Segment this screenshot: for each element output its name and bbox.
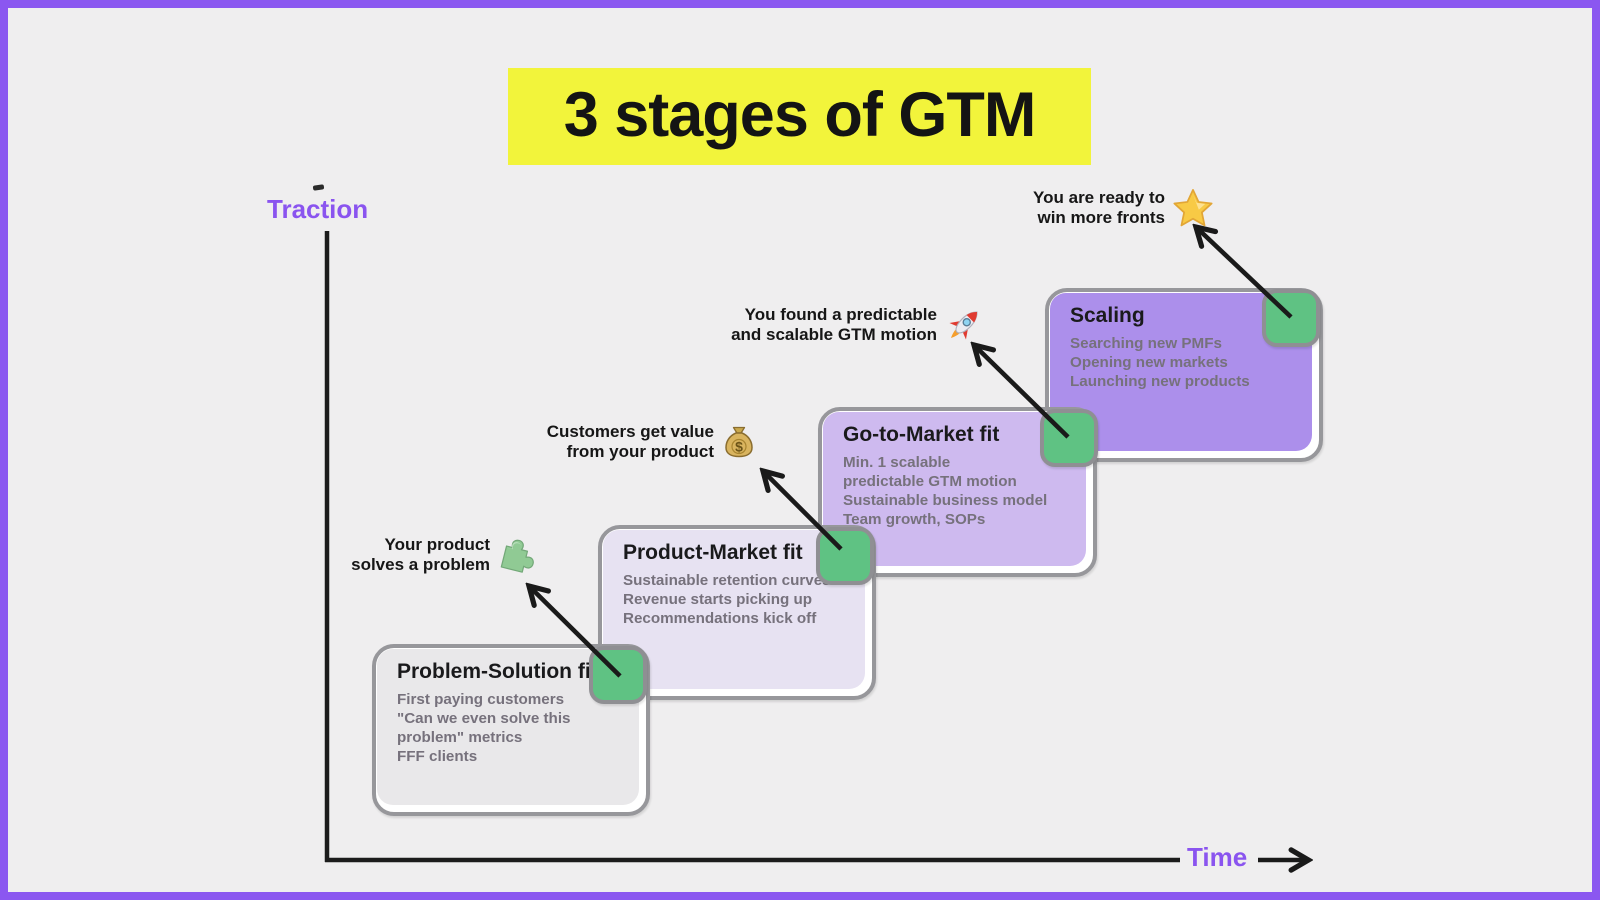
stage-content: Product-Market fit Sustainable retention… (623, 541, 860, 628)
annotation-text: You are ready to win more fronts (1033, 188, 1165, 229)
stage-body-line: Opening new markets (1070, 354, 1228, 371)
annotation-text: Your product solves a problem (351, 535, 490, 576)
step-corner-marker-3 (1040, 409, 1098, 467)
stage-body-line: Revenue starts picking up (623, 591, 813, 608)
stage-body-line: Team growth, SOPs (843, 511, 986, 528)
stage-body-line: predictable GTM motion (843, 473, 1017, 490)
stage-body-line: First paying customers (397, 691, 565, 708)
puzzle-emoji-icon (500, 540, 534, 574)
money-bag-emoji-icon: $ (725, 427, 753, 458)
stage-title: Scaling (1070, 304, 1145, 327)
y-axis-tick (312, 184, 325, 191)
annotation-line: You found a predictable (744, 305, 937, 324)
annotation-line: from your product (566, 442, 714, 462)
annotation-line: Customers get value (546, 422, 714, 441)
stage-body-line: Launching new products (1070, 373, 1250, 390)
title-highlight: 3 stages of GTM (508, 68, 1091, 165)
step-corner-marker-2 (816, 527, 874, 585)
page-title: 3 stages of GTM (563, 79, 1037, 150)
rocket-emoji-icon (949, 311, 978, 340)
stage-body-line: FFF clients (397, 748, 478, 765)
stage-body-line: "Can we even solve this (397, 710, 571, 727)
annotation-line: Your product (384, 535, 490, 554)
stage-body-line: Sustainable business model (843, 492, 1048, 509)
step-corner-marker-1 (589, 646, 647, 704)
annotation-text: Customers get value from your product (547, 422, 714, 463)
stage-body-line: Searching new PMFs (1070, 335, 1222, 352)
stage-body-line: Min. 1 scalable (843, 454, 951, 471)
annotation-ready-to-win: You are ready to win more fronts (1033, 187, 1214, 229)
star-emoji-icon (1173, 189, 1213, 227)
stage-title: Go-to-Market fit (843, 423, 1000, 446)
stage-content: Go-to-Market fit Min. 1 scalable predicta… (843, 423, 1081, 529)
stage-body-line: problem" metrics (397, 729, 523, 746)
annotation-line: and scalable GTM motion (731, 325, 937, 345)
stage-body-line: Recommendations kick off (623, 610, 817, 627)
annotation-predictable-gtm-motion: You found a predictable and scalable GTM… (731, 305, 984, 346)
annotation-text: You found a predictable and scalable GTM… (731, 305, 937, 346)
stage-body: First paying customers "Can we even solve… (397, 690, 634, 766)
step-corner-marker-4 (1262, 289, 1320, 347)
annotation-line: solves a problem (351, 555, 490, 575)
annotation-product-solves-problem: Your product solves a problem (351, 535, 537, 576)
annotation-line: You are ready to (1033, 187, 1165, 207)
annotation-line: win more fronts (1037, 208, 1165, 227)
stage-body-line: Sustainable retention curves (623, 572, 831, 589)
x-axis-label: Time (1187, 842, 1248, 872)
stage-title: Product-Market fit (623, 541, 803, 564)
annotation-customers-get-value: Customers get value from your product $ (547, 422, 757, 463)
svg-text:$: $ (735, 439, 743, 455)
y-axis-label: Traction (267, 194, 369, 224)
